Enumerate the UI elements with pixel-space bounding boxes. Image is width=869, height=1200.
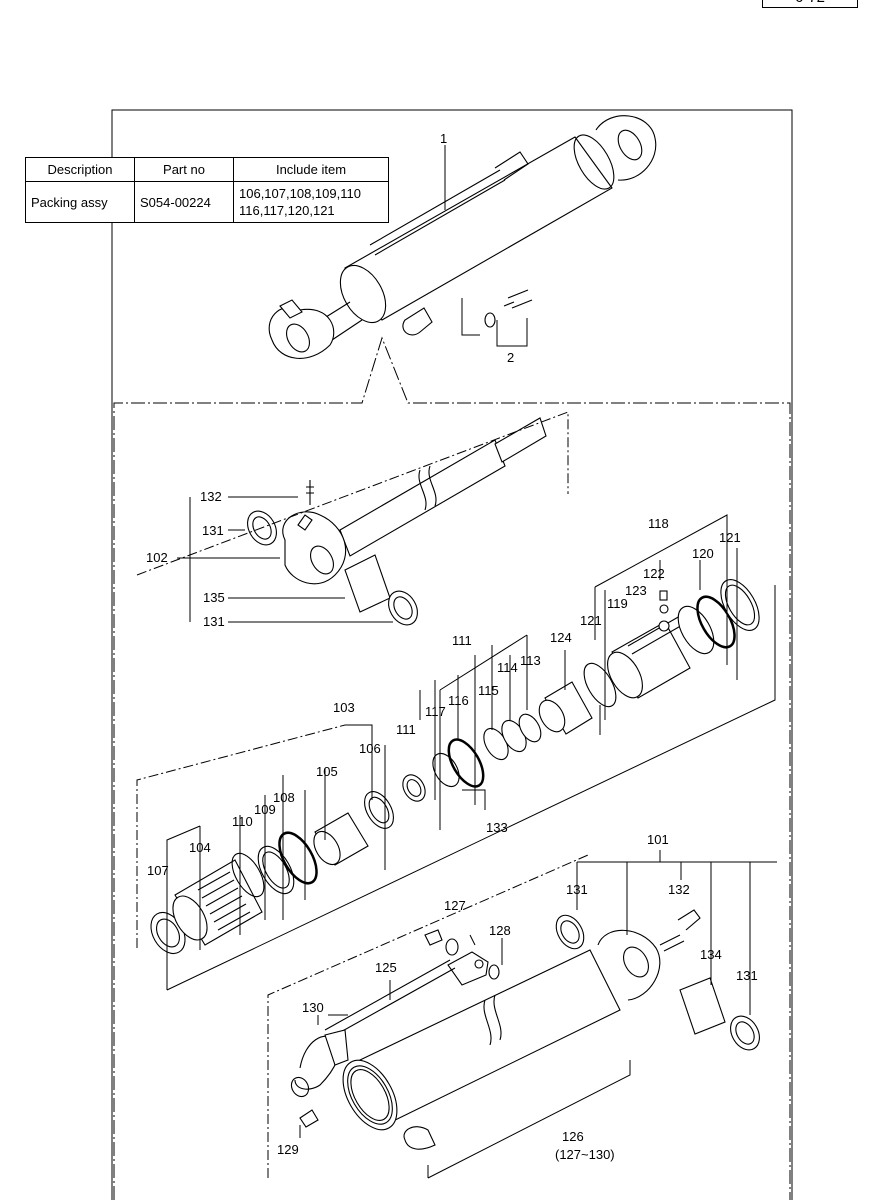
callout-111: 111: [396, 722, 416, 737]
callout-111: 111: [452, 633, 472, 648]
detail-frame: [113, 336, 791, 1200]
callout-115: 115: [478, 683, 499, 698]
callout-122: 122: [643, 566, 665, 581]
callout-125: 125: [375, 960, 397, 975]
tube-group-bracket: [576, 861, 777, 1015]
callout-129: 129: [277, 1142, 299, 1157]
include-line-2: 116,117,120,121: [239, 203, 335, 218]
callout-121: 121: [719, 530, 741, 545]
cell-part-no: S054-00224: [134, 181, 234, 223]
piston-parts-illustration: [150, 579, 760, 955]
table-row: Packing assy S054-00224 106,107,108,109,…: [25, 181, 389, 223]
callout-121: 121: [580, 613, 602, 628]
main-cylinder-illustration: [268, 115, 657, 359]
callout-132: 132: [668, 882, 690, 897]
callout-117: 117: [425, 704, 446, 719]
callout-123: 123: [625, 583, 647, 598]
callout-124: 124: [550, 630, 572, 645]
header-part-no: Part no: [134, 157, 234, 182]
callout-120: 120: [692, 546, 714, 561]
piston-rod-illustration: [247, 417, 547, 626]
callout-110: 110: [232, 814, 253, 829]
header-description: Description: [25, 157, 135, 182]
callout-102: 102: [146, 550, 168, 565]
callout-131: 131: [736, 968, 758, 983]
callout-101: 101: [647, 832, 669, 847]
callout-134: 134: [700, 947, 722, 962]
callout-131: 131: [202, 523, 224, 538]
packing-assy-table: Description Part no Include item Packing…: [25, 157, 389, 223]
callout-103: 103: [333, 700, 355, 715]
callout-127: 127: [444, 898, 466, 913]
callout-119: 119: [607, 596, 628, 611]
callout-131: 131: [566, 882, 588, 897]
callout-128: 128: [489, 923, 511, 938]
page-number-tag: 6-72: [762, 0, 858, 8]
include-line-1: 106,107,108,109,110: [239, 186, 361, 201]
callout-106: 106: [359, 741, 381, 756]
callout-2: 2: [507, 350, 514, 365]
callout-133: 133: [486, 820, 508, 835]
callout-116: 116: [448, 693, 469, 708]
callout-126-range: (127~130): [555, 1147, 615, 1162]
callout-113: 113: [520, 653, 541, 668]
callout-118: 118: [648, 516, 669, 531]
callout-107: 107: [147, 863, 169, 878]
cell-include-item: 106,107,108,109,110 116,117,120,121: [233, 181, 389, 223]
callout-104: 104: [189, 840, 211, 855]
table-header-row: Description Part no Include item: [25, 157, 389, 182]
callout-114: 114: [497, 660, 518, 675]
callout-135: 135: [203, 590, 225, 605]
callout-109: 109: [254, 802, 276, 817]
rod-group-bracket: [177, 496, 393, 623]
cell-description: Packing assy: [25, 181, 135, 223]
header-include-item: Include item: [233, 157, 389, 182]
callout-108: 108: [273, 790, 295, 805]
callout-126: 126: [562, 1129, 584, 1144]
callout-131: 131: [203, 614, 225, 629]
cylinder-tube-illustration: [290, 909, 760, 1150]
callout-105: 105: [316, 764, 338, 779]
callout-132: 132: [200, 489, 222, 504]
callout-1: 1: [440, 131, 447, 146]
callout-130: 130: [302, 1000, 324, 1015]
outer-frame: [111, 109, 793, 1200]
